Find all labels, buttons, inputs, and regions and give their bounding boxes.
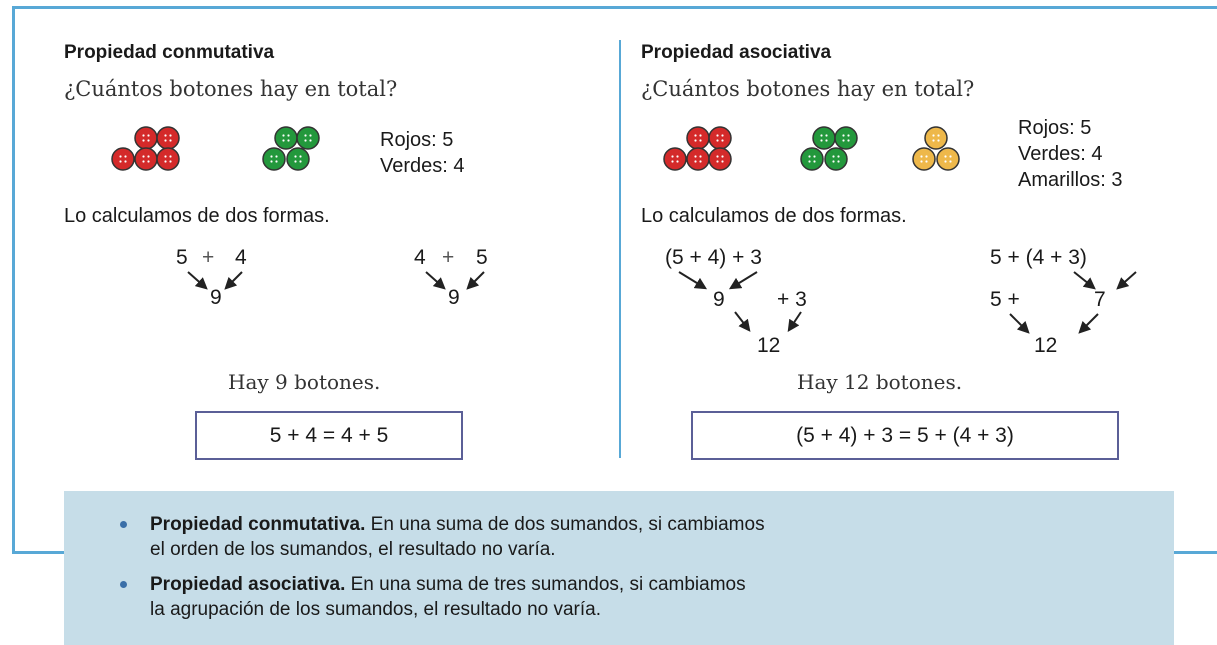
bullet-icon: [120, 521, 127, 528]
green-buttons-group: [800, 126, 858, 171]
summary-box: Propiedad conmutativa. En una suma de do…: [64, 491, 1174, 645]
red-buttons-group: [663, 126, 732, 171]
associative-counts: Rojos: 5 Verdes: 4 Amarillos: 3: [1018, 115, 1122, 193]
commutative-buttons-illustration: [111, 126, 320, 171]
button-icon: [686, 147, 710, 171]
button-icon: [156, 147, 180, 171]
button-icon: [708, 126, 732, 150]
button-icon: [912, 147, 936, 171]
button-icon: [262, 147, 286, 171]
yellow-buttons-group: [912, 126, 960, 171]
yellow-count: Amarillos: 3: [1018, 169, 1123, 191]
commutative-tree-2: 4 + 5 9: [414, 246, 488, 309]
tree-result: 9: [448, 286, 460, 309]
summary-term: Propiedad conmutativa.: [150, 514, 366, 535]
tree-arrow: [678, 271, 708, 290]
button-icon: [812, 126, 836, 150]
commutative-question: ¿Cuántos botones hay en total?: [64, 77, 398, 101]
green-count: Verdes: 4: [1018, 143, 1103, 165]
green-buttons-group: [262, 126, 320, 171]
tree-mid-b: + 3: [777, 288, 807, 311]
summary-text: En una suma de tres sumandos, si cambiam…: [345, 574, 746, 595]
associative-question: ¿Cuántos botones hay en total?: [641, 77, 975, 101]
commutative-counts: Rojos: 5 Verdes: 4: [380, 127, 465, 179]
column-divider: [619, 40, 621, 458]
associative-tree-1: (5 + 4) + 3 9 + 3 12: [665, 246, 807, 357]
button-icon: [824, 147, 848, 171]
button-icon: [111, 147, 135, 171]
button-icon: [800, 147, 824, 171]
associative-calc-intro: Lo calculamos de dos formas.: [641, 205, 907, 227]
summary-item-associative: Propiedad asociativa. En una suma de tre…: [120, 572, 1110, 622]
button-icon: [924, 126, 948, 150]
commutative-equation: 5 + 4 = 4 + 5: [269, 423, 389, 447]
commutative-total: Hay 9 botones.: [228, 370, 381, 394]
tree-arrow: [1009, 313, 1030, 334]
red-count: Rojos: 5: [380, 129, 454, 151]
tree-result: 12: [757, 334, 780, 357]
tree-mid-a: 9: [713, 288, 725, 311]
associative-tree-2: 5 + (4 + 3) 5 + 7 12: [990, 246, 1137, 357]
button-icon: [936, 147, 960, 171]
tree-mid-a: 5 +: [990, 288, 1020, 311]
tree-arrow: [187, 271, 208, 290]
green-count: Verdes: 4: [380, 155, 465, 177]
tree-operand-a: 5: [176, 246, 188, 269]
tree-result: 9: [210, 286, 222, 309]
associative-heading: Propiedad asociativa: [641, 42, 832, 63]
tree-operand-b: 4: [235, 246, 247, 269]
summary-text: la agrupación de los sumandos, el result…: [150, 599, 601, 620]
button-icon: [834, 126, 858, 150]
button-icon: [156, 126, 180, 150]
tree-operand-a: 4: [414, 246, 426, 269]
tree-arrow: [425, 271, 446, 290]
tree-result: 12: [1034, 334, 1057, 357]
associative-total: Hay 12 botones.: [797, 370, 963, 394]
tree-arrow: [787, 311, 802, 332]
tree-operator: +: [202, 246, 214, 269]
commutative-tree-1: 5 + 4 9: [176, 246, 247, 309]
associative-equation: (5 + 4) + 3 = 5 + (4 + 3): [796, 423, 1014, 447]
summary-term: Propiedad asociativa.: [150, 574, 346, 595]
tree-arrow: [466, 271, 485, 290]
tree-arrow: [728, 271, 758, 290]
tree-top-expression: 5 + (4 + 3): [990, 246, 1087, 269]
summary-text: el orden de los sumandos, el resultado n…: [150, 539, 556, 560]
tree-operand-b: 5: [476, 246, 488, 269]
commutative-calc-intro: Lo calculamos de dos formas.: [64, 205, 330, 227]
tree-mid-b: 7: [1094, 288, 1106, 311]
button-icon: [663, 147, 687, 171]
tree-arrow: [1073, 271, 1096, 290]
button-icon: [686, 126, 710, 150]
button-icon: [296, 126, 320, 150]
associative-equation-box: (5 + 4) + 3 = 5 + (4 + 3): [691, 411, 1119, 460]
tree-arrow: [224, 271, 243, 290]
red-count: Rojos: 5: [1018, 117, 1092, 139]
tree-arrow: [1116, 271, 1137, 290]
button-icon: [134, 126, 158, 150]
summary-text: En una suma de dos sumandos, si cambiamo…: [365, 514, 765, 535]
commutative-heading: Propiedad conmutativa: [64, 42, 275, 63]
bullet-icon: [120, 581, 127, 588]
associative-buttons-illustration: [663, 126, 960, 171]
tree-operator: +: [442, 246, 454, 269]
button-icon: [286, 147, 310, 171]
red-buttons-group: [111, 126, 180, 171]
summary-item-commutative: Propiedad conmutativa. En una suma de do…: [120, 512, 1110, 562]
button-icon: [134, 147, 158, 171]
tree-arrow: [1078, 313, 1099, 334]
commutative-equation-box: 5 + 4 = 4 + 5: [195, 411, 463, 460]
tree-arrow: [734, 311, 751, 332]
button-icon: [274, 126, 298, 150]
tree-top-expression: (5 + 4) + 3: [665, 246, 762, 269]
button-icon: [708, 147, 732, 171]
